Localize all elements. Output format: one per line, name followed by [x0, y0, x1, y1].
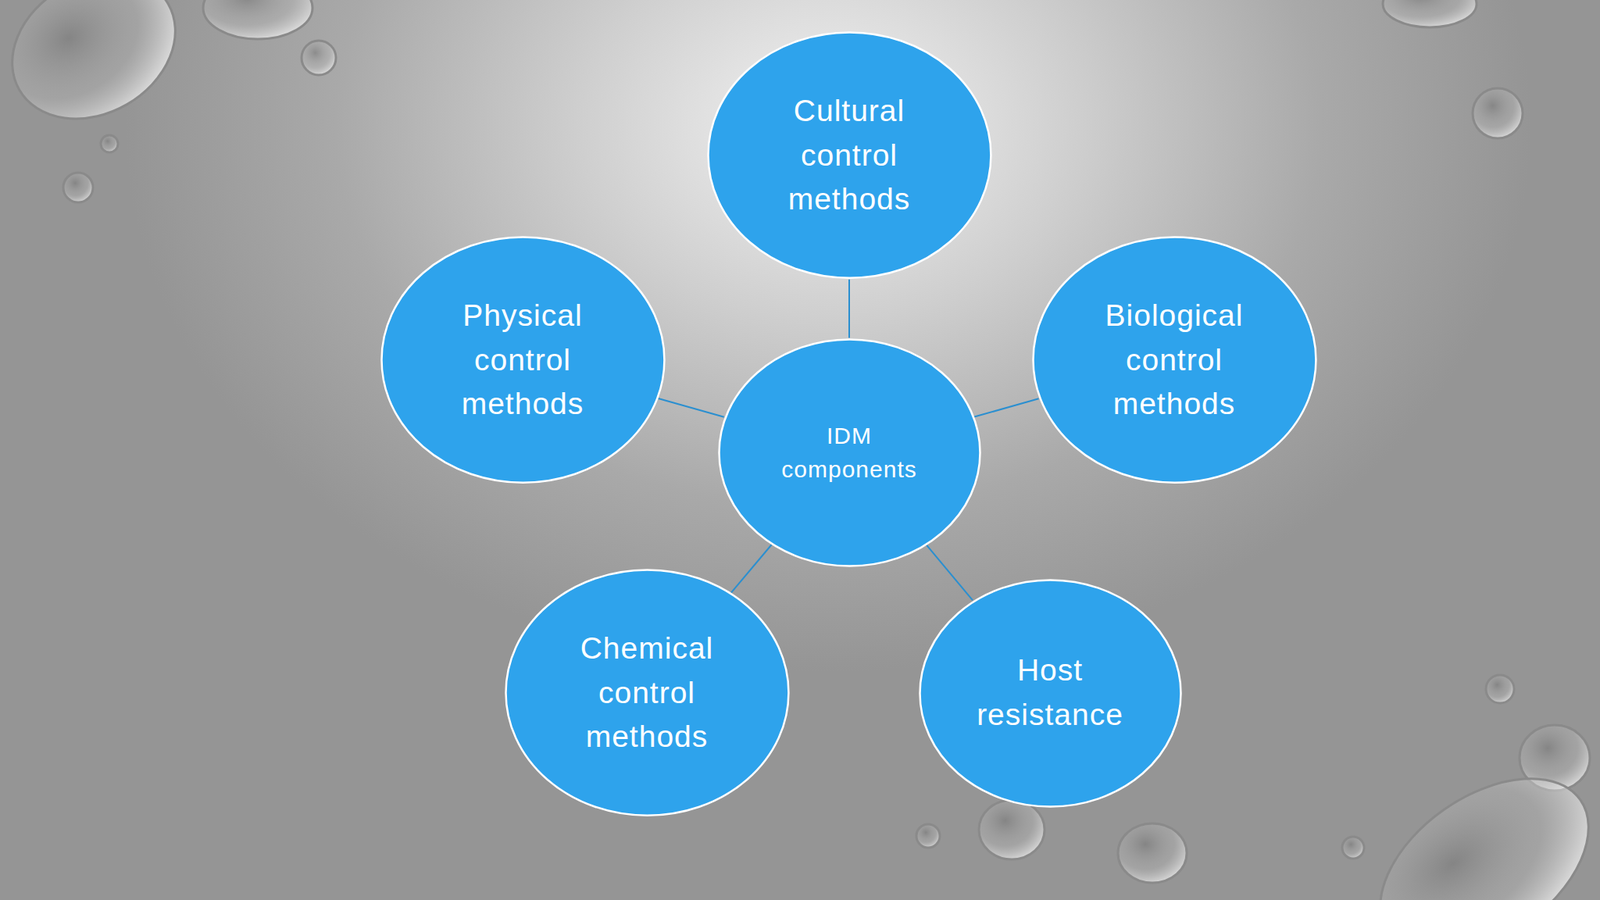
ellipse-outline	[717, 338, 982, 568]
control-circle: Host resistance	[918, 578, 1183, 808]
node-label: Host resistance	[956, 648, 1144, 737]
connector-line	[974, 398, 1039, 417]
node-label: Biological control methods	[1080, 293, 1268, 427]
control-circle: IDM components	[717, 338, 982, 568]
control-circle: Cultural control methods	[707, 31, 993, 279]
control-circle: Physical control methods	[380, 235, 666, 484]
node-label: Physical control methods	[428, 293, 617, 427]
control-circle: Chemical control methods	[504, 568, 790, 817]
connector-line	[926, 545, 973, 601]
connector-line	[731, 544, 772, 593]
control-circle: Biological control methods	[1032, 235, 1318, 484]
node-label: Cultural control methods	[755, 89, 943, 222]
connector-line	[658, 398, 725, 418]
connector-line	[848, 279, 850, 339]
node-label: Chemical control methods	[553, 626, 741, 760]
node-label: IDM components	[755, 418, 943, 487]
ellipse-outline	[918, 578, 1183, 808]
